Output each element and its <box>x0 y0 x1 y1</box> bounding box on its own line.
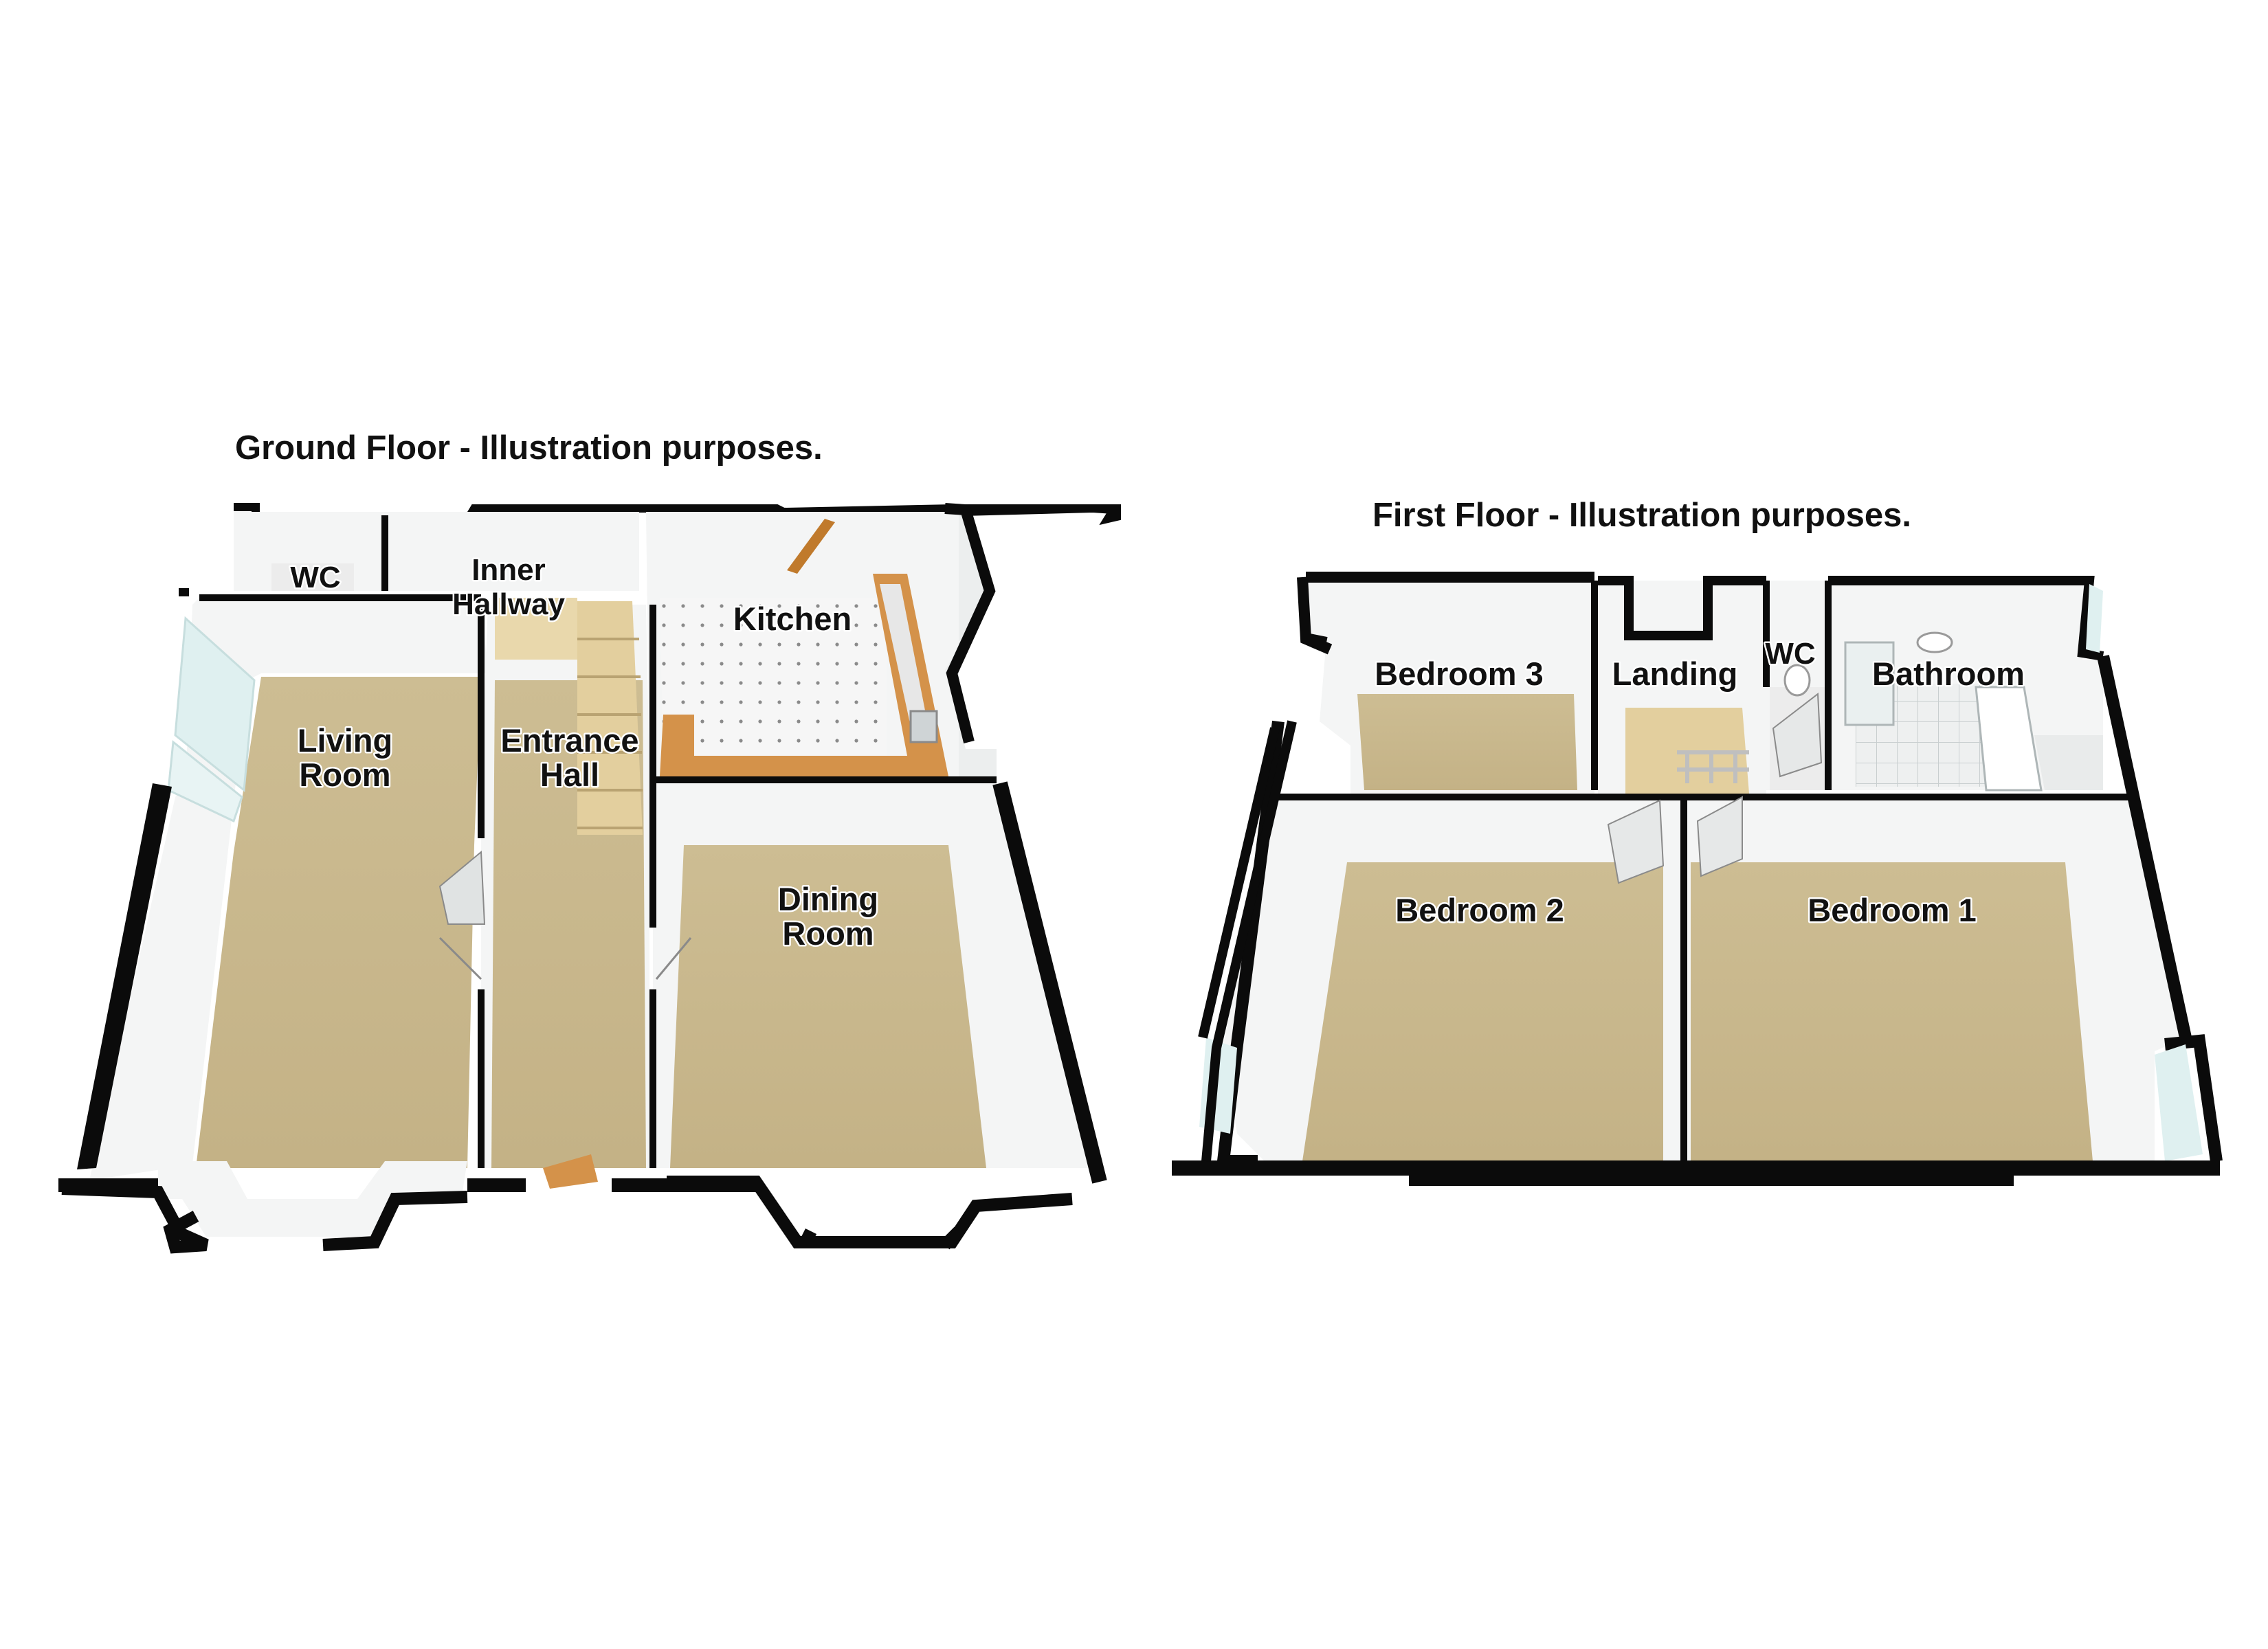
first-floor-left-wall <box>1198 720 1297 1162</box>
room-label-bedroom-3: Bedroom 3 <box>1375 655 1544 692</box>
room-label-line: WC <box>1765 637 1815 671</box>
bathroom-cupboard <box>2034 735 2103 790</box>
dining-room-door-swing <box>655 937 692 980</box>
room-label-line: Room <box>782 915 874 952</box>
staircase-treads <box>577 638 643 829</box>
bathroom-window <box>2086 584 2103 653</box>
dining-room-floor <box>670 845 986 1168</box>
first-floor-plan <box>1172 572 2223 1186</box>
living-room-door-swing <box>438 936 482 980</box>
kitchen-units <box>880 584 931 742</box>
bedroom-3-floor <box>1357 694 1577 790</box>
inner-hallway-floor <box>495 598 577 660</box>
bedroom-1-outer-wall <box>2097 655 2223 1163</box>
room-label-line: WC <box>290 561 340 594</box>
ground-floor-title: Ground Floor - Illustration purposes. <box>235 429 823 467</box>
room-label-bedroom-1: Bedroom 1 <box>1808 892 1977 928</box>
first-floor-internal-walls <box>1271 581 2131 1168</box>
bathroom-bath <box>1975 686 2043 792</box>
kitchen-floor <box>660 598 887 763</box>
room-label-bedroom-2: Bedroom 2 <box>1395 892 1564 928</box>
first-floor-front-wall <box>1172 1160 2220 1186</box>
room-label-line: Hall <box>540 756 599 793</box>
room-label-line: Hallway <box>452 587 565 621</box>
room-label-line: Bedroom 3 <box>1375 655 1544 692</box>
living-room-door <box>438 850 486 925</box>
room-label-line: Landing <box>1612 655 1738 692</box>
wc-first-door <box>1772 693 1823 778</box>
bathroom-outer-wall <box>1828 576 2104 661</box>
kitchen-door <box>787 519 835 574</box>
kitchen-sink <box>909 710 938 743</box>
bedroom-2-floor <box>1302 862 1663 1161</box>
room-label-line: Kitchen <box>733 601 852 637</box>
living-room-floor <box>196 677 481 1168</box>
ground-floor-internal-walls <box>199 515 997 1168</box>
room-label-line: Living <box>298 722 392 759</box>
room-label-wc-first: WC <box>1765 637 1815 671</box>
front-door <box>543 1154 598 1189</box>
room-label-kitchen: Kitchen <box>733 601 852 637</box>
kitchen-worktop <box>660 574 948 776</box>
room-label-line: Inner <box>471 553 546 587</box>
bedroom-1-door <box>1696 796 1743 877</box>
bedroom-1-floor <box>1691 862 2093 1161</box>
wc-first-toilet <box>1783 664 1811 697</box>
living-room-window-lower <box>167 740 243 823</box>
kitchen-outer-wall-outline <box>944 503 996 743</box>
bedroom-3-outer-wall <box>1297 572 1594 655</box>
room-label-line: Dining <box>778 881 878 917</box>
bathroom-shower <box>1844 641 1895 726</box>
wc-ground-floor <box>271 563 354 591</box>
living-room-outer-wall <box>77 783 172 1169</box>
landing-balustrade <box>1677 750 1749 783</box>
bedroom-1-window <box>2155 1044 2203 1161</box>
staircase <box>577 601 643 835</box>
first-floor-title: First Floor - Illustration purposes. <box>1372 497 1912 534</box>
room-label-line: Bathroom <box>1872 655 2025 692</box>
room-label-wc-ground: WC <box>290 561 340 594</box>
room-label-line: Entrance <box>500 722 638 759</box>
room-label-line: Room <box>299 756 390 793</box>
living-room-bay-window <box>158 1161 467 1237</box>
room-label-landing: Landing <box>1612 655 1738 692</box>
ground-floor-plan <box>58 503 1121 1254</box>
bedroom-2-door <box>1607 799 1665 884</box>
room-label-bathroom: Bathroom <box>1872 655 2025 692</box>
room-label-line: Bedroom 1 <box>1808 892 1977 928</box>
landing-top-wall <box>1598 576 1766 640</box>
inner-hallway-walls <box>385 512 639 591</box>
dining-room-outer-wall <box>992 781 1107 1184</box>
living-room-window-upper <box>174 616 256 792</box>
bathroom-basin <box>1916 631 1953 653</box>
room-label-line: Bedroom 2 <box>1395 892 1564 928</box>
